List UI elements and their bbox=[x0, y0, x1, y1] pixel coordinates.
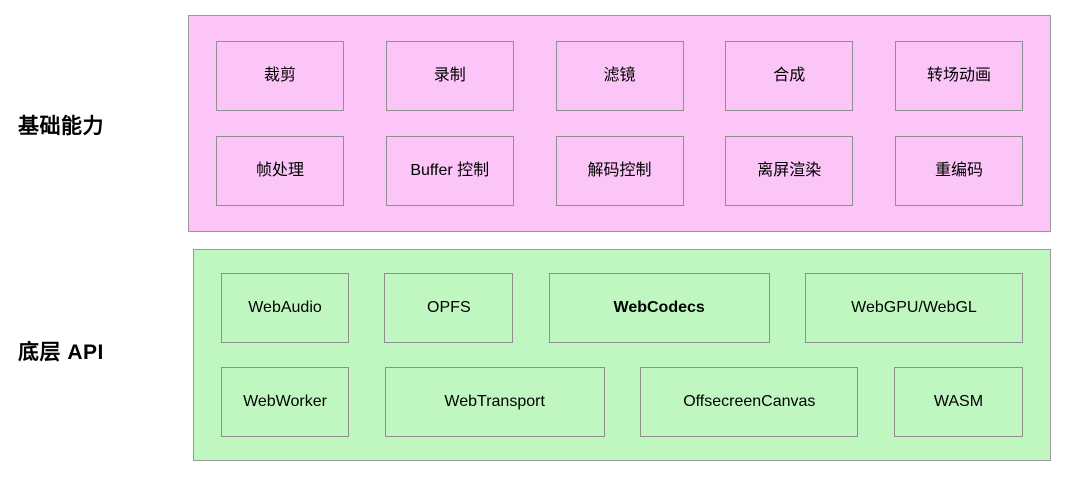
layer-basics-row-2: 帧处理 Buffer 控制 解码控制 离屏渲染 重编码 bbox=[216, 136, 1023, 206]
capability-box[interactable]: 重编码 bbox=[895, 136, 1023, 206]
capability-box[interactable]: 合成 bbox=[725, 41, 854, 111]
capability-box[interactable]: 裁剪 bbox=[216, 41, 344, 111]
capability-box[interactable]: 离屏渲染 bbox=[725, 136, 854, 206]
capability-box[interactable]: 转场动画 bbox=[895, 41, 1023, 111]
capability-box[interactable]: 帧处理 bbox=[216, 136, 344, 206]
layer-band-basics: 裁剪 录制 滤镜 合成 转场动画 帧处理 Buffer 控制 解码控制 离屏渲染… bbox=[188, 15, 1051, 232]
api-box[interactable]: WebAudio bbox=[221, 273, 349, 343]
layer-basics-row-1: 裁剪 录制 滤镜 合成 转场动画 bbox=[216, 41, 1023, 111]
capability-box[interactable]: 解码控制 bbox=[555, 136, 684, 206]
api-box[interactable]: WASM bbox=[893, 367, 1023, 437]
api-box[interactable]: WebWorker bbox=[221, 367, 349, 437]
capability-box[interactable]: 滤镜 bbox=[555, 41, 684, 111]
layer-label-lowlevel-api: 底层 API bbox=[18, 341, 104, 364]
layer-band-lowlevel-api: WebAudio OPFS WebCodecs WebGPU/WebGL Web… bbox=[193, 249, 1051, 461]
layer-api-row-1: WebAudio OPFS WebCodecs WebGPU/WebGL bbox=[221, 273, 1023, 343]
api-box[interactable]: WebTransport bbox=[384, 367, 605, 437]
capability-box[interactable]: Buffer 控制 bbox=[385, 136, 514, 206]
api-box[interactable]: OPFS bbox=[384, 273, 514, 343]
layer-api-row-2: WebWorker WebTransport OffsecreenCanvas … bbox=[221, 367, 1023, 437]
api-box[interactable]: WebCodecs bbox=[548, 273, 770, 343]
capability-box[interactable]: 录制 bbox=[385, 41, 514, 111]
layer-label-basics: 基础能力 bbox=[18, 115, 104, 138]
api-box[interactable]: WebGPU/WebGL bbox=[804, 273, 1023, 343]
api-box[interactable]: OffsecreenCanvas bbox=[640, 367, 859, 437]
